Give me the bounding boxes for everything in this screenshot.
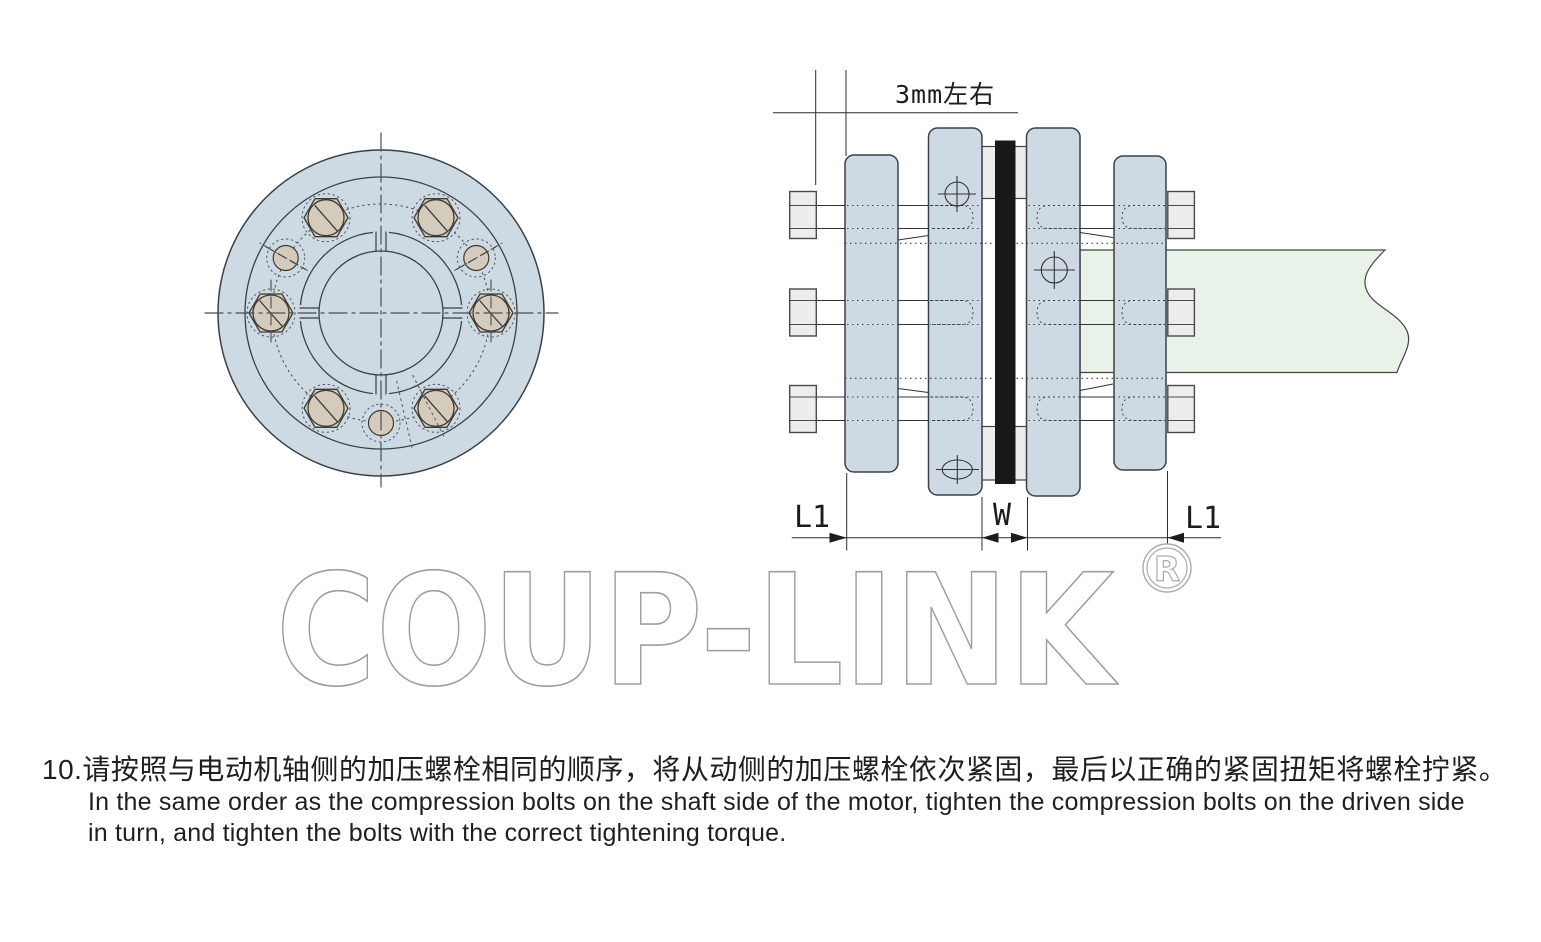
front-centerlines — [204, 132, 559, 488]
bottom-dimensions — [791, 471, 1221, 551]
flange-plate-2 — [927, 127, 983, 496]
logo-wordmark: COUP-LINK — [276, 542, 1118, 721]
bolt-shaft-segments — [816, 204, 1114, 422]
instruction-step-cn: 10.请按照与电动机轴侧的加压螺栓相同的顺序，将从动侧的加压螺栓依次紧固，最后以… — [42, 754, 1508, 785]
w-label: W — [993, 498, 1012, 533]
flange-plate-4 — [1113, 155, 1167, 471]
flange-plate-3 — [1025, 127, 1081, 497]
instruction-step-en-line1: In the same order as the compression bol… — [88, 788, 1465, 816]
hex-bolt-upper-left — [301, 193, 351, 243]
datum-target-symbols — [936, 176, 1075, 484]
registered-trademark-icon: R — [1142, 543, 1192, 593]
l1-right-label: L1 — [1185, 501, 1221, 536]
brand-logo: COUP-LINK R — [275, 541, 1192, 722]
instruction-step-en-line2: in turn, and tighten the bolts with the … — [88, 819, 787, 847]
registered-r: R — [1154, 550, 1180, 590]
hub-slot-edges — [299, 231, 463, 395]
side-view: 3mm左右 L1 W L1 — [773, 70, 1410, 551]
gap-dimension — [773, 70, 1018, 185]
flange-plate-1 — [844, 154, 899, 473]
l1-left-label: L1 — [794, 500, 830, 535]
motor-side-bolt-heads — [789, 190, 818, 434]
gap-dimension-label: 3mm左右 — [895, 80, 995, 109]
hex-bolt-upper-right — [411, 193, 461, 243]
hex-bolt-lower-left — [301, 383, 351, 433]
front-view — [204, 132, 559, 488]
dimension-arrows — [829, 532, 1184, 543]
bolt-center-dashes — [270, 279, 492, 347]
center-disc-pack — [995, 140, 1016, 484]
driven-side-bolt-heads — [1167, 190, 1196, 434]
